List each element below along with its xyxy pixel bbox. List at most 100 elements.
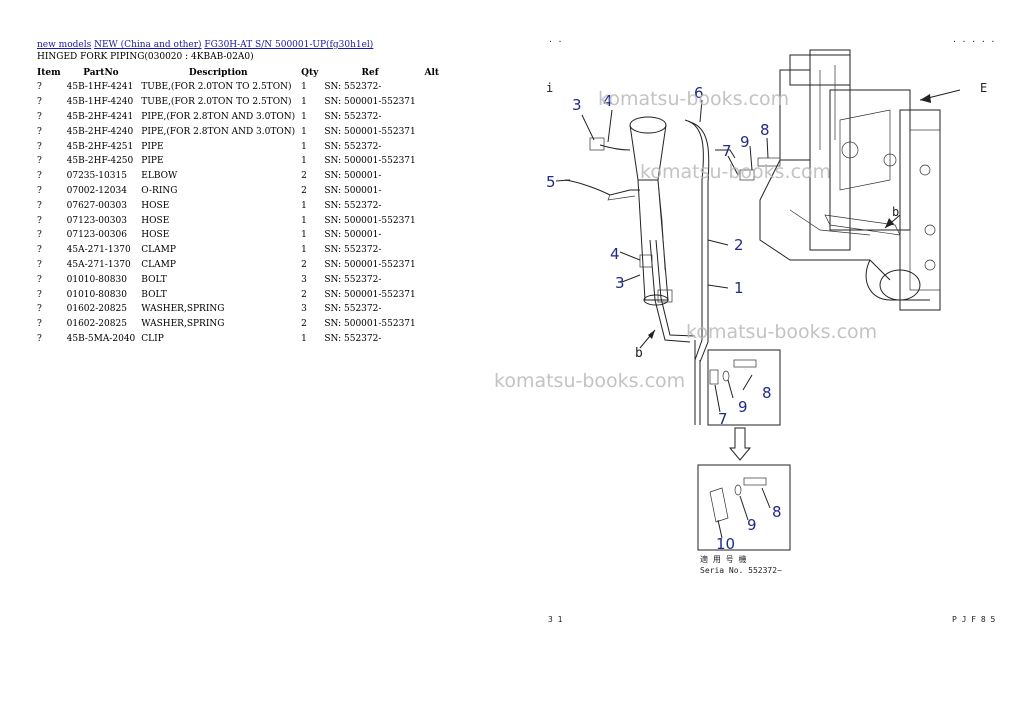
row-item: ? <box>37 126 42 137</box>
row-alt <box>419 302 445 317</box>
row-description: ELBOW <box>141 171 178 182</box>
row-item: ? <box>37 82 42 93</box>
row-qty: 1 <box>301 82 307 93</box>
applicable-serial: Seria No. 552372~ <box>700 566 782 575</box>
row-item: ? <box>37 230 42 241</box>
row-item: ? <box>37 304 42 315</box>
row-description: PIPE,(FOR 2.8TON AND 3.0TON) <box>141 111 296 122</box>
row-qty: 3 <box>301 304 307 315</box>
callout-8-top: 8 <box>760 121 770 139</box>
row-item: ? <box>37 245 42 256</box>
row-description: HOSE <box>141 230 170 241</box>
callout-6: 6 <box>694 84 704 102</box>
row-alt <box>419 80 445 95</box>
row-alt <box>419 110 445 125</box>
row-qty: 1 <box>301 333 307 344</box>
row-qty: 2 <box>301 185 307 196</box>
row-qty: 1 <box>301 97 307 108</box>
row-ref: SN: 500001- <box>324 230 382 241</box>
breadcrumb-link-model[interactable]: FG30H-AT S/N 500001-UP(fg30h1el) <box>204 40 374 50</box>
row-item: ? <box>37 319 42 330</box>
row-qty: 1 <box>301 156 307 167</box>
letter-e: E <box>980 81 987 95</box>
row-ref: SN: 552372- <box>324 82 382 93</box>
callout-1: 1 <box>734 279 744 297</box>
row-qty: 1 <box>301 111 307 122</box>
row-qty: 1 <box>301 200 307 211</box>
row-partno: 01602-20825 <box>66 304 127 315</box>
row-description: BOLT <box>141 274 167 285</box>
header-item: Item <box>37 68 61 78</box>
row-ref: SN: 500001-552371 <box>324 156 416 167</box>
row-item: ? <box>37 200 42 211</box>
corner-mark-right: . . . . . <box>952 35 995 44</box>
row-qty: 1 <box>301 230 307 241</box>
row-item: ? <box>37 171 42 182</box>
callout-4-bottom: 4 <box>610 245 620 263</box>
row-ref: SN: 500001-552371 <box>324 319 416 330</box>
row-item: ? <box>37 274 42 285</box>
row-description: HOSE <box>141 200 170 211</box>
row-ref: SN: 552372- <box>324 245 382 256</box>
row-partno: 07123-00303 <box>66 215 127 226</box>
row-alt <box>419 332 445 347</box>
letter-b-top: b <box>892 205 899 219</box>
table-header-row: Item PartNo Description Qty Ref Alt <box>34 66 445 80</box>
row-item: ? <box>37 215 42 226</box>
row-ref: SN: 500001-552371 <box>324 126 416 137</box>
row-item: ? <box>37 185 42 196</box>
callout-8-detail-upper: 8 <box>762 384 772 402</box>
callout-7-detail-upper: 7 <box>718 410 728 428</box>
row-ref: SN: 552372- <box>324 274 382 285</box>
row-qty: 1 <box>301 245 307 256</box>
row-item: ? <box>37 156 42 167</box>
row-partno: 45B-2HF-4251 <box>66 141 134 152</box>
row-description: PIPE <box>141 141 164 152</box>
page-title: HINGED FORK PIPING(030020 : 4KBAB-02A0) <box>37 52 254 62</box>
row-partno: 01010-80830 <box>66 289 127 300</box>
row-partno: 45A-271-1370 <box>66 245 131 256</box>
breadcrumb-link-new-models[interactable]: new models <box>37 40 92 50</box>
row-item: ? <box>37 141 42 152</box>
row-alt <box>419 258 445 273</box>
row-partno: 45B-1HF-4241 <box>66 82 134 93</box>
watermark-3: komatsu-books.com <box>686 321 877 343</box>
row-alt <box>419 95 445 110</box>
detail-box-lower <box>697 464 791 551</box>
row-qty: 2 <box>301 319 307 330</box>
row-alt <box>419 213 445 228</box>
row-alt <box>419 272 445 287</box>
row-description: HOSE <box>141 215 170 226</box>
cylinder-piping-drawing <box>564 116 781 425</box>
callout-7-top: 7 <box>722 142 732 160</box>
row-ref: SN: 552372- <box>324 333 382 344</box>
row-qty: 1 <box>301 141 307 152</box>
callout-2: 2 <box>734 236 744 254</box>
callout-5: 5 <box>546 173 556 191</box>
header-ref: Ref <box>361 68 379 78</box>
row-partno: 45B-1HF-4240 <box>66 97 134 108</box>
row-ref: SN: 500001-552371 <box>324 289 416 300</box>
row-ref: SN: 552372- <box>324 304 382 315</box>
row-alt <box>419 243 445 258</box>
breadcrumb: new models NEW (China and other) FG30H-A… <box>37 40 373 50</box>
row-partno: 07627-00303 <box>66 200 127 211</box>
breadcrumb-link-region[interactable]: NEW (China and other) <box>94 40 202 50</box>
callout-9-top: 9 <box>740 133 750 151</box>
row-description: O-RING <box>141 185 178 196</box>
row-ref: SN: 500001- <box>324 171 382 182</box>
row-ref: SN: 500001-552371 <box>324 97 416 108</box>
callout-3-top: 3 <box>572 96 582 114</box>
